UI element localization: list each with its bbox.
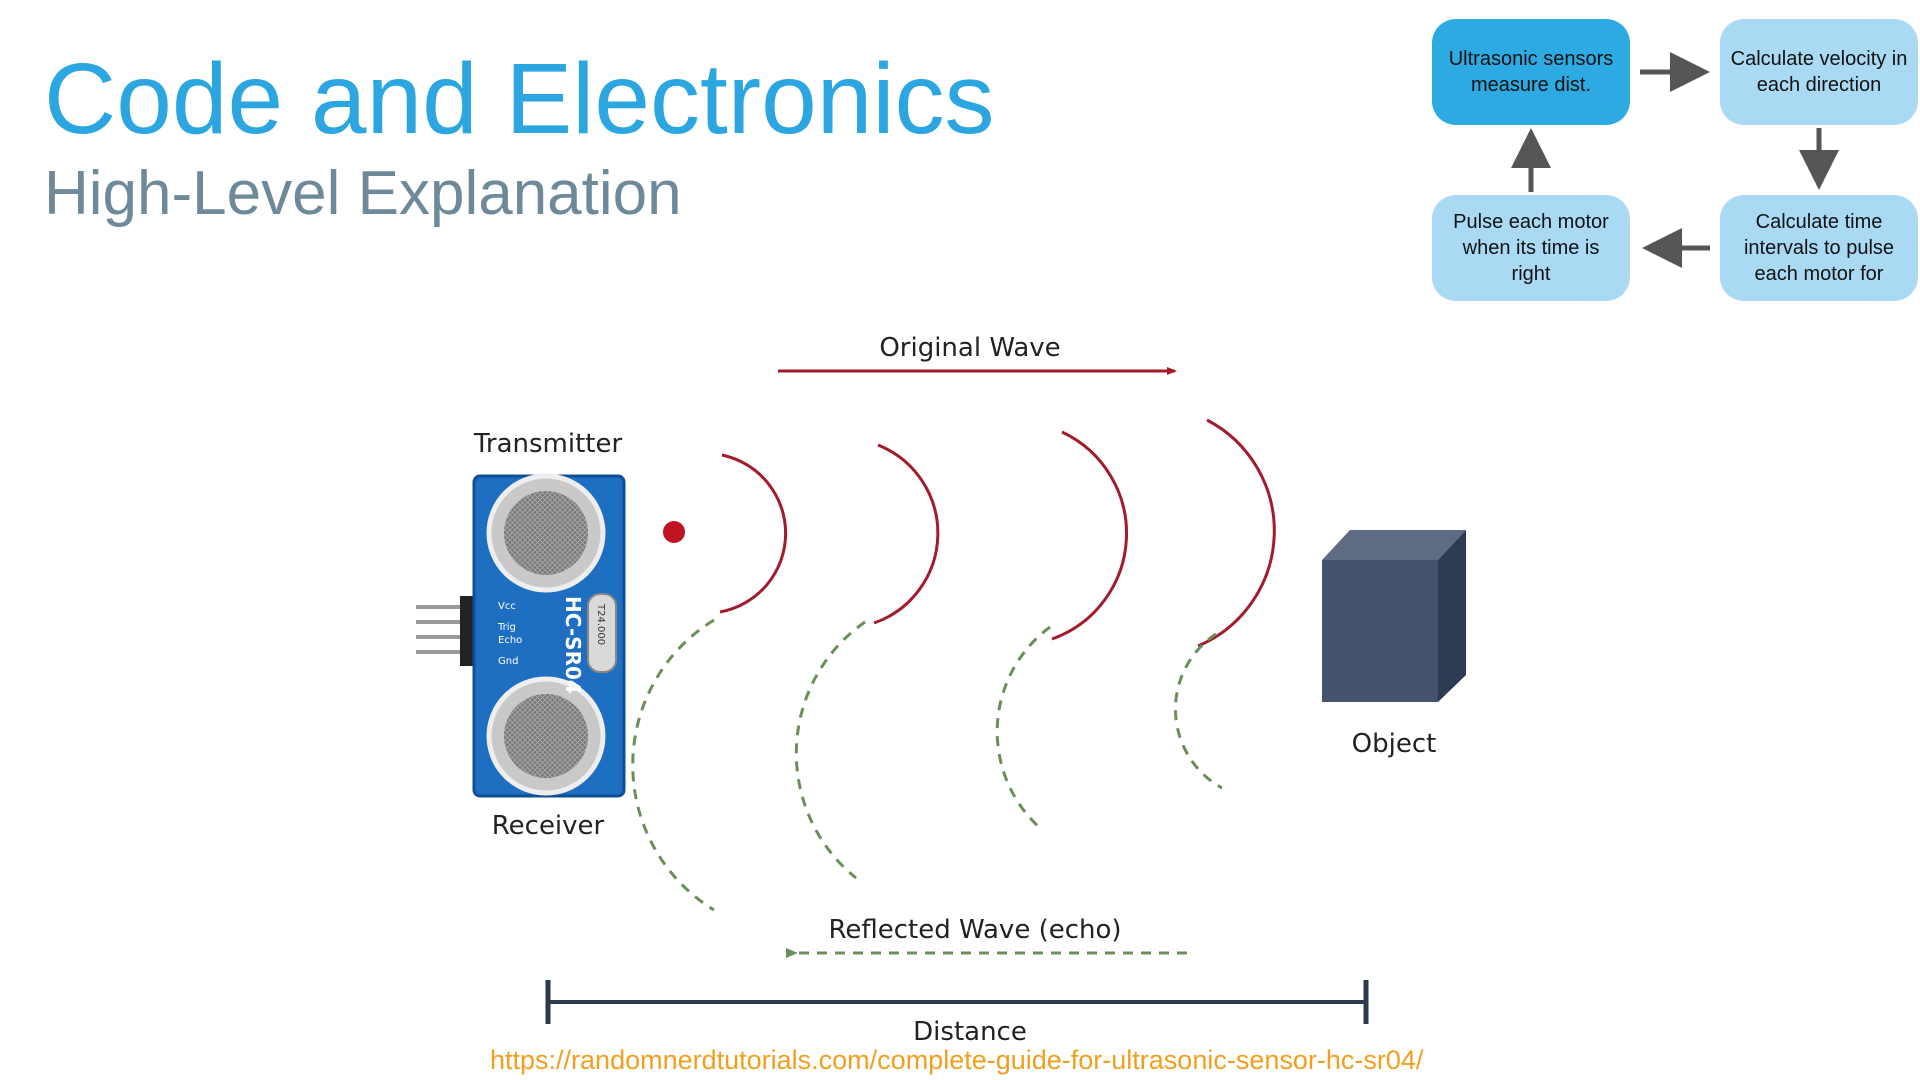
echo-arc-4 (1174, 632, 1223, 790)
sensor-model-label: HC-SR04 (561, 596, 585, 694)
distance-bar (545, 980, 1369, 1024)
signal-source-dot (663, 521, 685, 543)
object-cube (1322, 530, 1466, 702)
flow-step-intervals: Calculate time intervals to pulse each m… (1720, 195, 1918, 301)
echo-arc-1 (631, 618, 715, 912)
transmitter-label: Transmitter (473, 429, 623, 459)
receiver-label: Receiver (492, 811, 605, 841)
pin-label-echo: Echo (498, 635, 522, 646)
pin-label-vcc: Vcc (498, 601, 516, 612)
pin-label-trig: Trig (497, 622, 516, 633)
flow-step-pulse: Pulse each motor when its time is right (1432, 195, 1630, 301)
distance-label: Distance (913, 1017, 1027, 1047)
header-pins (416, 596, 478, 666)
process-flowchart: Ultrasonic sensors measure dist. Calcula… (1430, 10, 1920, 310)
echo-arc-2 (794, 620, 866, 880)
slide-subtitle: High-Level Explanation (44, 159, 682, 228)
wave-arc-2 (873, 443, 940, 625)
original-wave-arcs (719, 418, 1276, 648)
wave-arc-4 (1197, 418, 1276, 648)
pin-label-gnd: Gnd (498, 656, 518, 667)
flow-step-measure: Ultrasonic sensors measure dist. (1432, 19, 1630, 125)
flowchart-arrows (1511, 52, 1839, 268)
original-wave-label: Original Wave (879, 333, 1060, 363)
source-link[interactable]: https://randomnerdtutorials.com/complete… (490, 1045, 1424, 1075)
object-label: Object (1352, 729, 1437, 759)
flow-step-velocity: Calculate velocity in each direction (1720, 19, 1918, 125)
echo-arc-3 (995, 625, 1051, 830)
wave-arc-3 (1051, 430, 1129, 641)
slide-title: Code and Electronics (44, 43, 995, 155)
reflected-wave-label: Reflected Wave (echo) (828, 915, 1121, 945)
wave-arc-1 (719, 453, 788, 614)
hc-sr04-sensor: Vcc Trig Echo Gnd HC-SR04 T24.000 (472, 473, 626, 798)
reflected-wave-arcs (631, 618, 1223, 912)
crystal-label: T24.000 (595, 603, 606, 645)
